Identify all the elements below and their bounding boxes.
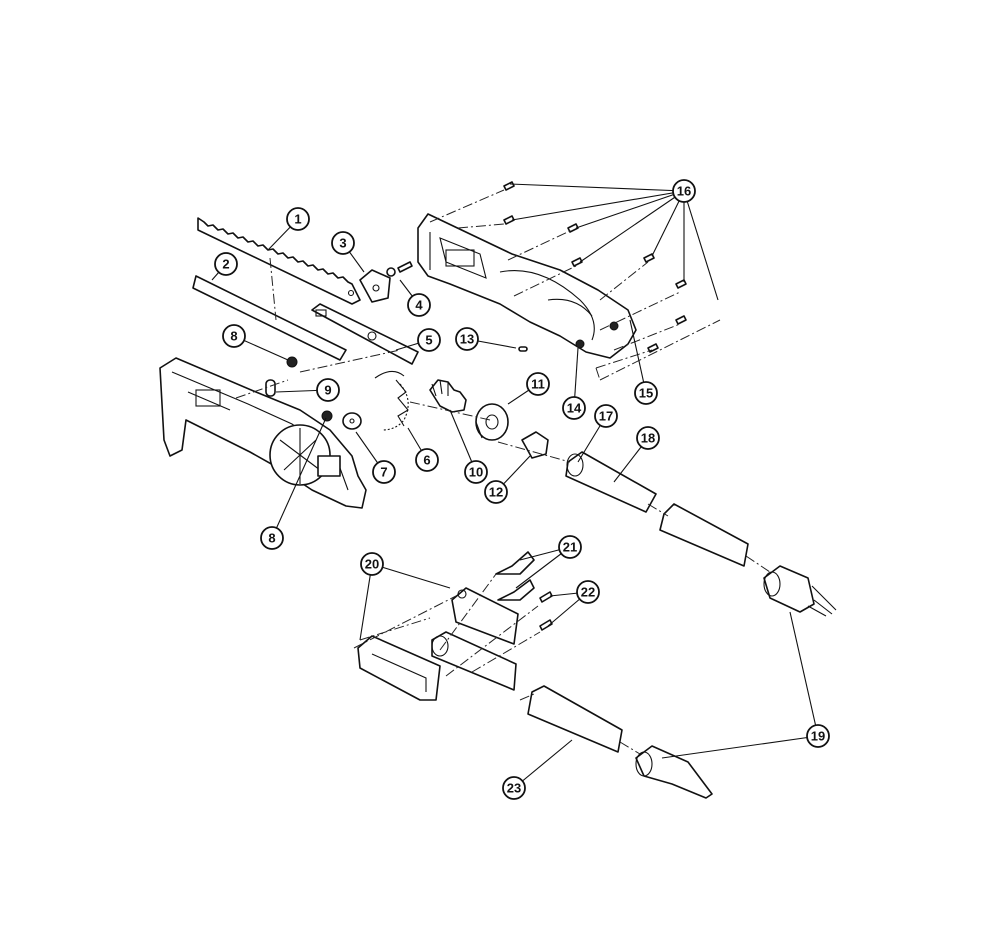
callout-18-label: 18 xyxy=(641,431,655,446)
callout-circle xyxy=(316,378,340,402)
callout-circle xyxy=(464,460,488,484)
callout-15: 15 xyxy=(634,381,658,405)
callout-4: 4 xyxy=(407,293,431,317)
blade-holder-part xyxy=(311,303,419,365)
gear-spring-part xyxy=(374,370,409,431)
callout-circle xyxy=(484,480,508,504)
callout-8-lower: 8 xyxy=(260,526,284,550)
pole-tube-part xyxy=(565,451,771,573)
callout-circle xyxy=(407,293,431,317)
callout-21-label: 21 xyxy=(563,540,577,555)
callout-6: 6 xyxy=(415,448,439,472)
callout-1: 1 xyxy=(286,207,310,231)
callout-circle xyxy=(214,252,238,276)
callout-circle xyxy=(526,372,550,396)
coupler-part xyxy=(521,431,549,459)
callout-20: 20 xyxy=(360,552,384,576)
callout-circle xyxy=(594,404,618,428)
callout-circle xyxy=(455,327,479,351)
callout-6-label: 6 xyxy=(423,453,430,468)
callout-8-upper-label: 8 xyxy=(230,329,237,344)
nut-part xyxy=(286,356,298,368)
blade-guard-part xyxy=(192,275,347,361)
lower-tube-part xyxy=(527,685,623,753)
callout-circle xyxy=(636,426,660,450)
housing-right-part xyxy=(417,213,637,359)
callout-circle xyxy=(806,724,830,748)
callout-15-label: 15 xyxy=(639,386,653,401)
callout-3-label: 3 xyxy=(339,236,346,251)
bearing-part xyxy=(475,403,509,441)
callout-23: 23 xyxy=(502,776,526,800)
callout-circle xyxy=(372,460,396,484)
callout-3: 3 xyxy=(331,231,355,255)
callout-circle xyxy=(558,535,582,559)
callout-circle xyxy=(417,328,441,352)
callout-16: 16 xyxy=(672,179,696,203)
callout-circle xyxy=(576,580,600,604)
assembly-axes xyxy=(235,189,721,755)
callout-circle xyxy=(634,381,658,405)
callout-9-label: 9 xyxy=(324,383,331,398)
callout-circle xyxy=(415,448,439,472)
callout-17: 17 xyxy=(594,404,618,428)
end-cap-part xyxy=(635,565,837,799)
callout-22: 22 xyxy=(576,580,600,604)
callout-19-label: 19 xyxy=(811,729,825,744)
callout-8-upper: 8 xyxy=(222,324,246,348)
callout-17-label: 17 xyxy=(599,409,613,424)
clamp-plate-part xyxy=(359,269,391,303)
callout-13: 13 xyxy=(455,327,479,351)
callout-12-label: 12 xyxy=(489,485,503,500)
callout-14-label: 14 xyxy=(567,401,582,416)
callout-circle xyxy=(222,324,246,348)
callout-16-label: 16 xyxy=(677,184,691,199)
callout-5: 5 xyxy=(417,328,441,352)
callout-7-label: 7 xyxy=(380,465,387,480)
callout-circle xyxy=(502,776,526,800)
callout-5-label: 5 xyxy=(425,333,432,348)
callout-2: 2 xyxy=(214,252,238,276)
callout-11: 11 xyxy=(526,372,550,396)
callout-11-label: 11 xyxy=(531,377,545,392)
callout-circle xyxy=(331,231,355,255)
callout-8-lower-label: 8 xyxy=(268,531,275,546)
pinion-gear-part xyxy=(429,379,467,413)
clamp-assembly-part xyxy=(357,551,553,701)
callout-2-label: 2 xyxy=(222,257,229,272)
callout-14: 14 xyxy=(562,396,586,420)
callout-13-label: 13 xyxy=(460,332,474,347)
callout-circle xyxy=(260,526,284,550)
saw-blade-part xyxy=(197,217,361,305)
washer-part xyxy=(342,412,362,430)
callout-circle xyxy=(672,179,696,203)
callout-10: 10 xyxy=(464,460,488,484)
callout-1-label: 1 xyxy=(294,212,301,227)
callout-12: 12 xyxy=(484,480,508,504)
callout-9: 9 xyxy=(316,378,340,402)
pin-part xyxy=(265,379,276,397)
callout-23-label: 23 xyxy=(507,781,521,796)
callout-4-label: 4 xyxy=(415,298,423,313)
callout-circle xyxy=(360,552,384,576)
callout-20-label: 20 xyxy=(365,557,379,572)
callout-21: 21 xyxy=(558,535,582,559)
callout-circle xyxy=(562,396,586,420)
callout-circle xyxy=(286,207,310,231)
callout-22-label: 22 xyxy=(581,585,595,600)
callout-10-label: 10 xyxy=(469,465,483,480)
callout-18: 18 xyxy=(636,426,660,450)
callout-19: 19 xyxy=(806,724,830,748)
screw-washer-part xyxy=(386,261,413,277)
housing-half-part xyxy=(159,357,367,509)
callout-7: 7 xyxy=(372,460,396,484)
small-pin-part xyxy=(518,346,528,352)
